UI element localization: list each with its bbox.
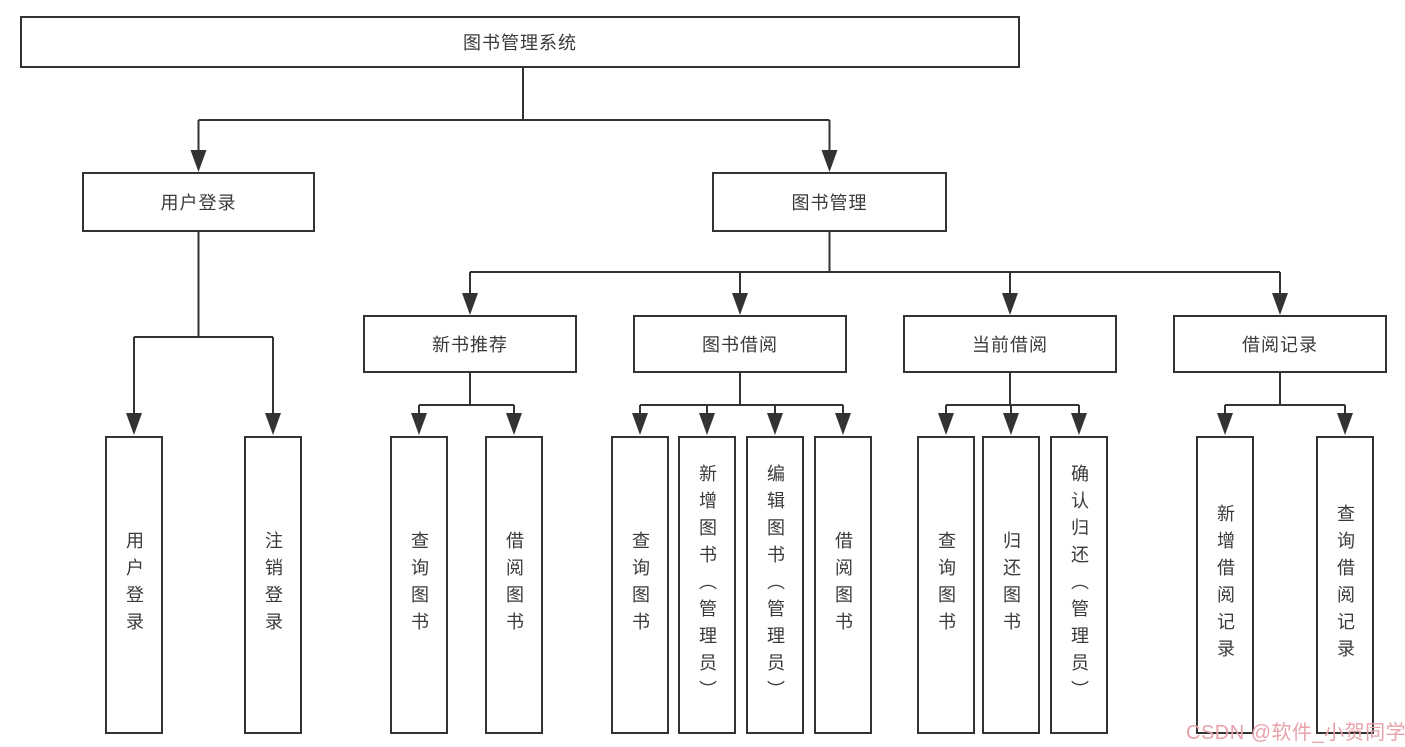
leaf-label: 新增图书（管理员） xyxy=(697,463,717,707)
arrowhead-down xyxy=(1217,413,1233,435)
connector-borrow-records xyxy=(1224,373,1346,416)
leaf-label: 查询借阅记录 xyxy=(1335,504,1355,666)
leaf-label: 借阅图书 xyxy=(833,531,853,639)
leaf-label: 归还图书 xyxy=(1001,531,1021,639)
leaf-user-login: 用户登录 xyxy=(105,436,163,734)
connector-book-mgmt xyxy=(469,232,1281,296)
arrowhead-down xyxy=(190,150,207,172)
arrowhead-down xyxy=(821,150,838,172)
node-book-mgmt: 图书管理 xyxy=(712,172,947,232)
arrowhead-down xyxy=(411,413,427,435)
leaf-borrow-books-2: 借阅图书 xyxy=(814,436,872,734)
leaf-label: 查询图书 xyxy=(409,531,429,639)
leaf-query-books-1: 查询图书 xyxy=(390,436,448,734)
node-user-login: 用户登录 xyxy=(82,172,315,232)
connector-root xyxy=(197,68,831,153)
arrowhead-down xyxy=(1003,413,1019,435)
arrowhead-down xyxy=(265,413,281,435)
arrowhead-down xyxy=(835,413,851,435)
node-new-books: 新书推荐 xyxy=(363,315,577,373)
leaf-label: 借阅图书 xyxy=(504,531,524,639)
arrowhead-down xyxy=(462,293,478,315)
arrowhead-down xyxy=(938,413,954,435)
csdn-watermark: CSDN @软件_小贺同学 xyxy=(1186,722,1405,744)
leaf-query-books-2: 查询图书 xyxy=(611,436,669,734)
arrowhead-down xyxy=(1002,293,1018,315)
leaf-label: 新增借阅记录 xyxy=(1215,504,1235,666)
leaf-query-books-3: 查询图书 xyxy=(917,436,975,734)
leaf-label: 编辑图书（管理员） xyxy=(765,463,785,707)
leaf-label: 确认归还（管理员） xyxy=(1069,463,1089,707)
arrowhead-down xyxy=(767,413,783,435)
connector-book-borrow xyxy=(639,373,844,416)
arrowhead-down xyxy=(1337,413,1353,435)
arrowhead-down xyxy=(506,413,522,435)
leaf-logout: 注销登录 xyxy=(244,436,302,734)
arrowhead-down xyxy=(632,413,648,435)
arrowhead-down xyxy=(1272,293,1288,315)
leaf-confirm-return-admin: 确认归还（管理员） xyxy=(1050,436,1108,734)
leaf-label: 注销登录 xyxy=(263,531,283,639)
arrowhead-down xyxy=(732,293,748,315)
arrowhead-down xyxy=(126,413,142,435)
leaf-query-borrow-record: 查询借阅记录 xyxy=(1316,436,1374,734)
connector-current-borrow xyxy=(945,373,1080,416)
node-current-borrow: 当前借阅 xyxy=(903,315,1117,373)
leaf-label: 查询图书 xyxy=(936,531,956,639)
arrowhead-down xyxy=(1071,413,1087,435)
leaf-add-books-admin: 新增图书（管理员） xyxy=(678,436,736,734)
leaf-edit-books-admin: 编辑图书（管理员） xyxy=(746,436,804,734)
leaf-return-books: 归还图书 xyxy=(982,436,1040,734)
arrowhead-down xyxy=(699,413,715,435)
connector-user-login xyxy=(133,232,274,416)
leaf-label: 用户登录 xyxy=(124,531,144,639)
node-borrow-records: 借阅记录 xyxy=(1173,315,1387,373)
node-root: 图书管理系统 xyxy=(20,16,1020,68)
node-book-borrow: 图书借阅 xyxy=(633,315,847,373)
leaf-add-borrow-record: 新增借阅记录 xyxy=(1196,436,1254,734)
connector-new-books xyxy=(418,373,515,416)
leaf-borrow-books-1: 借阅图书 xyxy=(485,436,543,734)
leaf-label: 查询图书 xyxy=(630,531,650,639)
